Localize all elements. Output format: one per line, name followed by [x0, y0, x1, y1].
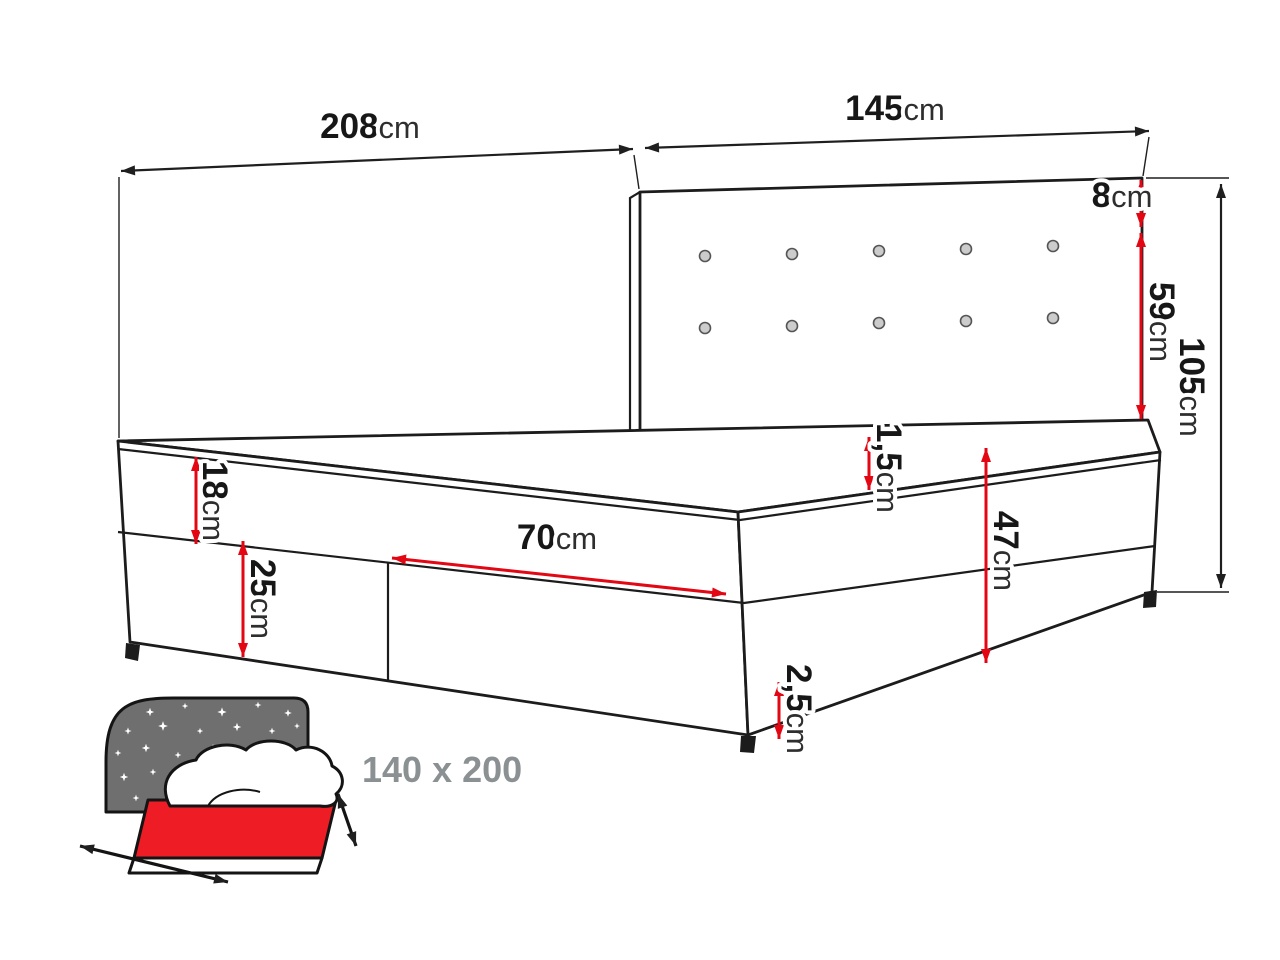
- dim-headboard-top-value: 8: [1092, 176, 1111, 215]
- dim-length-value: 208: [320, 107, 378, 146]
- headboard-button: [959, 314, 973, 328]
- dim-leg-height-value: 2,5: [779, 664, 818, 713]
- dim-total-height-value: 105: [1172, 337, 1211, 395]
- headboard-button: [785, 319, 799, 333]
- dim-topper-height-value: 1,5: [869, 423, 908, 472]
- dim-side-height-label: 47cm: [986, 511, 1025, 591]
- dim-base-height-unit: cm: [244, 598, 279, 639]
- dim-width-line: [644, 126, 1150, 153]
- icon-duvet: [163, 739, 344, 808]
- dim-mattress-height-value: 18: [195, 461, 234, 500]
- dim-width-unit: cm: [904, 92, 945, 127]
- dim-headboard-top-unit: cm: [1111, 179, 1152, 214]
- outer-dimension-lines: [118, 126, 1229, 593]
- bed-drawing: [116, 176, 1162, 753]
- headboard-button: [872, 316, 886, 330]
- headboard-button: [785, 247, 799, 261]
- dim-headboard-top-label: 8cm: [1092, 176, 1153, 215]
- icon-length-arrow: [79, 844, 229, 884]
- headboard: [628, 176, 1144, 437]
- headboard-button: [1046, 311, 1060, 325]
- dim-topper-height-label: 1,5cm: [869, 423, 908, 513]
- dim-side-height-value: 47: [986, 511, 1025, 550]
- dim-mattress-height-unit: cm: [196, 500, 231, 541]
- headboard-left-edge: [628, 191, 641, 437]
- bed-size-icon: 140 x 200: [79, 696, 522, 884]
- dim-width-value: 145: [845, 89, 903, 128]
- extension-line: [1142, 136, 1150, 177]
- dim-drawer-width-label: 70cm: [517, 518, 597, 557]
- dim-total-height-unit: cm: [1173, 396, 1208, 437]
- topper-seam-line: [117, 447, 1162, 522]
- dim-side-height-unit: cm: [987, 550, 1022, 591]
- dim-drawer-width-value: 70: [517, 518, 556, 557]
- headboard-front-face: [638, 176, 1144, 436]
- headboard-button: [872, 244, 886, 258]
- headboard-button: [959, 242, 973, 256]
- dim-length-line: [120, 144, 634, 176]
- bed-size-label: 140 x 200: [362, 749, 522, 790]
- inner-dimension-lines: [191, 180, 1146, 739]
- dim-leg-height-unit: cm: [780, 713, 815, 754]
- dim-length-label: 208cm: [320, 107, 420, 146]
- icon-duvet-fold: [207, 788, 261, 807]
- mattress-base-seam-line: [117, 530, 1156, 605]
- icon-width-arrow: [336, 793, 358, 847]
- bed-leg: [740, 736, 756, 753]
- dim-leg-height-label: 2,5cm: [779, 664, 818, 754]
- extension-line: [633, 154, 640, 190]
- dim-base-height-value: 25: [243, 559, 282, 598]
- dim-base-height-label: 25cm: [243, 559, 282, 639]
- headboard-button: [1046, 239, 1060, 253]
- dim-total-height-label: 105cm: [1172, 337, 1211, 437]
- dim-width-label: 145cm: [845, 89, 945, 128]
- bed-legs: [125, 590, 1157, 753]
- bed-leg: [1143, 590, 1157, 608]
- dim-headboard-height-value: 59: [1142, 282, 1181, 321]
- dim-drawer-width-line: [391, 554, 727, 598]
- dim-headboard-height-unit: cm: [1143, 321, 1178, 362]
- bed-leg: [125, 643, 140, 661]
- dim-length-unit: cm: [379, 110, 420, 145]
- icon-mattress: [132, 798, 338, 860]
- headboard-buttons: [698, 239, 1060, 335]
- headboard-button: [698, 249, 712, 263]
- dim-headboard-height-label: 59cm: [1142, 282, 1181, 362]
- dimension-labels: 208cm 145cm 8cm 59cm 105cm 18cm 25cm 70c…: [191, 85, 1215, 758]
- dim-topper-height-unit: cm: [870, 472, 905, 513]
- dim-mattress-height-label: 18cm: [195, 461, 234, 541]
- dim-drawer-width-unit: cm: [556, 521, 597, 556]
- headboard-button: [698, 321, 712, 335]
